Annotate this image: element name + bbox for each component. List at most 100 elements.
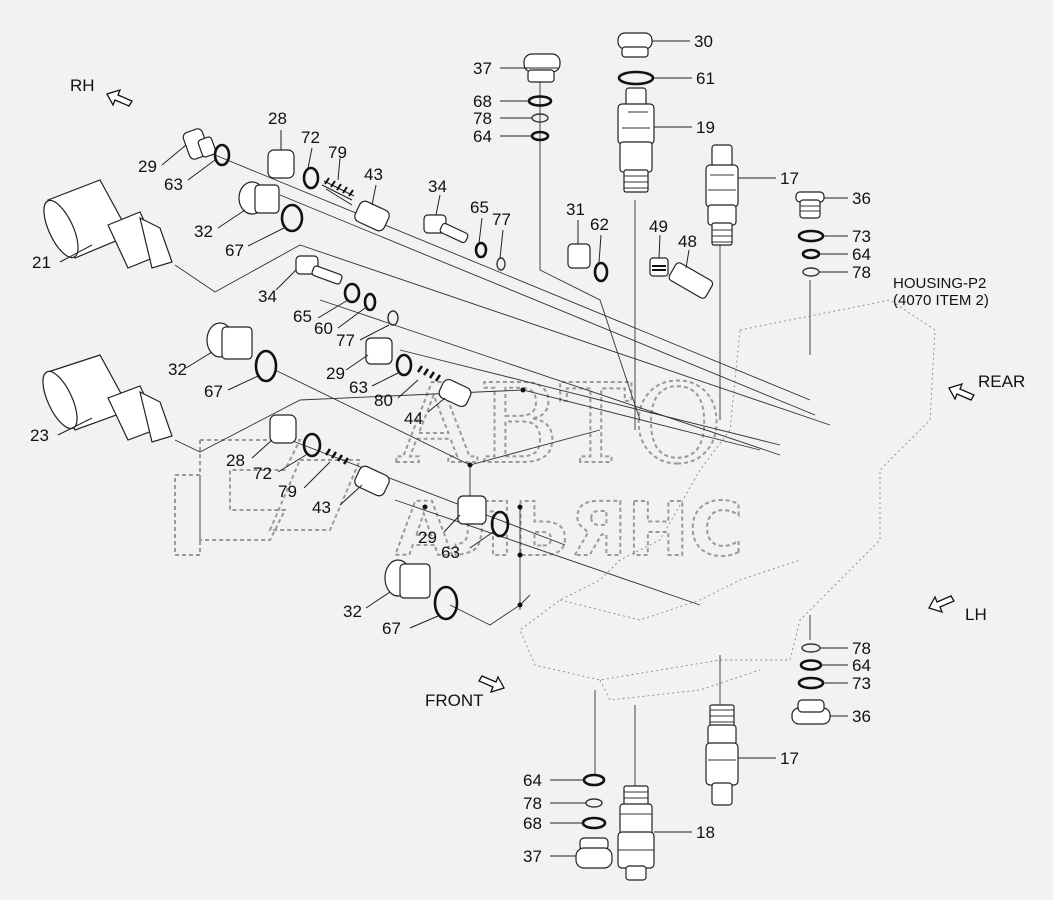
callout-61: 61	[696, 69, 715, 88]
callout-36-bottom: 36	[852, 707, 871, 726]
ring-78-right	[802, 267, 820, 277]
o-ring-61	[617, 70, 655, 86]
callout-30: 30	[694, 32, 713, 51]
spring-80	[416, 365, 442, 382]
watermark-line2: АЛЬЯНС	[395, 487, 743, 573]
callout-36-top: 36	[852, 189, 871, 208]
callout-28-lower: 28	[226, 451, 245, 470]
o-ring-64-right	[801, 248, 821, 260]
leader-lines	[57, 40, 848, 857]
callout-31: 31	[566, 200, 585, 219]
plug-28-upper	[267, 149, 295, 179]
lh-label: LH	[965, 605, 987, 624]
o-ring-72-lower	[302, 432, 322, 458]
plug-29-mid	[365, 337, 393, 365]
callout-77-upper: 77	[492, 210, 511, 229]
callout-44: 44	[404, 409, 423, 428]
callout-68-top: 68	[473, 92, 492, 111]
assembly-lines	[174, 70, 831, 790]
poppet-43-lower	[354, 465, 390, 497]
rear-arrow-icon	[948, 382, 975, 401]
callout-73-bottom: 73	[852, 674, 871, 693]
callout-65-mid: 65	[293, 307, 312, 326]
ring-78-bottom	[585, 798, 603, 808]
lh-arrow-icon	[928, 595, 955, 614]
plug-32-upper	[238, 181, 280, 215]
plug-37-bottom	[575, 837, 613, 869]
callout-78-bottom-right: 78	[852, 639, 871, 658]
callout-29-lower: 29	[418, 528, 437, 547]
callout-34-mid: 34	[258, 287, 277, 306]
callout-67-lower: 67	[382, 619, 401, 638]
o-ring-63-mid	[395, 353, 413, 377]
callout-60: 60	[314, 319, 333, 338]
o-ring-67-mid	[254, 349, 278, 383]
housing-outline	[519, 299, 936, 701]
valve-18	[617, 785, 655, 881]
poppet-43-upper	[354, 200, 390, 232]
callout-72-upper: 72	[301, 128, 320, 147]
watermark-logo	[174, 439, 362, 556]
o-ring-67-lower	[433, 585, 459, 621]
callout-72-lower: 72	[253, 464, 272, 483]
callout-63-upper: 63	[164, 175, 183, 194]
callout-29-upper: 29	[138, 157, 157, 176]
callout-32-lower: 32	[343, 602, 362, 621]
o-ring-72-upper	[302, 166, 320, 190]
front-label: FRONT	[425, 691, 484, 710]
callout-21: 21	[32, 253, 51, 272]
front-arrow-icon	[478, 675, 505, 694]
watermark-line1: АВТО	[395, 360, 723, 488]
housing-label: HOUSING-P2 (4070 ITEM 2)	[893, 275, 989, 309]
callout-28-upper: 28	[268, 109, 287, 128]
o-ring-62	[593, 261, 609, 283]
housing-label-line2: (4070 ITEM 2)	[893, 292, 989, 309]
callout-78-right: 78	[852, 263, 871, 282]
rh-label: RH	[70, 76, 95, 95]
plug-28-lower	[269, 414, 297, 444]
callout-67-mid: 67	[204, 382, 223, 401]
callout-37-top: 37	[473, 59, 492, 78]
poppet-34-mid	[295, 255, 343, 285]
callout-17-top: 17	[780, 169, 799, 188]
housing-label-line1: HOUSING-P2	[893, 275, 986, 292]
callout-19: 19	[696, 118, 715, 137]
plug-36-top	[795, 191, 825, 219]
callout-65-upper: 65	[470, 198, 489, 217]
callout-63-mid: 63	[349, 378, 368, 397]
o-ring-63-upper	[213, 143, 231, 167]
sleeve-48	[668, 262, 714, 299]
callout-80: 80	[374, 391, 393, 410]
o-ring-64-bottom-right	[799, 659, 823, 671]
plug-32-lower	[384, 559, 431, 599]
o-ring-65-upper	[474, 241, 488, 259]
valve-17-top	[705, 144, 739, 246]
o-ring-68-bottom	[581, 816, 607, 830]
callout-62: 62	[590, 215, 609, 234]
ring-77-upper	[496, 257, 506, 271]
o-ring-60	[363, 292, 377, 312]
callout-64-top: 64	[473, 127, 492, 146]
spring-49	[649, 257, 669, 277]
ring-78-bottom-right	[801, 643, 821, 653]
direction-labels: RH REAR LH FRONT	[70, 76, 1025, 710]
callout-37-bottom: 37	[523, 847, 542, 866]
o-ring-65-mid	[343, 282, 361, 304]
plug-29-upper	[182, 128, 217, 160]
valve-19	[617, 87, 655, 193]
callout-73-top: 73	[852, 227, 871, 246]
o-ring-63-lower	[490, 510, 510, 538]
plug-36-bottom	[791, 699, 831, 725]
callout-43-upper: 43	[364, 165, 383, 184]
callout-numbers: 30 61 19 37 68 78 64 17 36 73 64 78 29 6…	[30, 32, 871, 866]
callout-79-upper: 79	[328, 143, 347, 162]
housing-23	[42, 354, 173, 443]
valve-17-bottom	[705, 704, 739, 806]
spring-79-upper	[321, 177, 355, 206]
poppet-44	[438, 378, 472, 408]
plug-31	[567, 243, 591, 269]
callout-63-lower: 63	[441, 543, 460, 562]
callout-78-bottom: 78	[523, 794, 542, 813]
callout-67-upper: 67	[225, 241, 244, 260]
